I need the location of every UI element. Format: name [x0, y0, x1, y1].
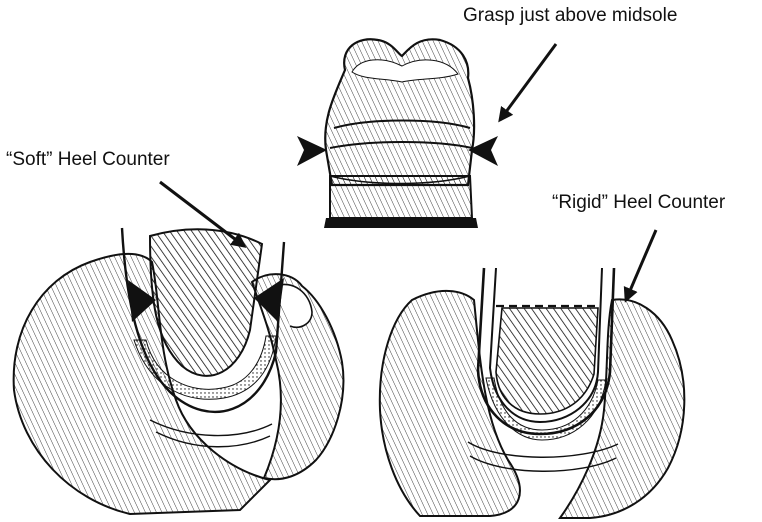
soft-heel-counter-label: “Soft” Heel Counter	[6, 150, 170, 169]
pinch-arrow-left-icon	[297, 136, 327, 166]
rigid-leader-arrow	[626, 230, 656, 300]
grasp-instruction-label: Grasp just above midsole	[463, 6, 677, 25]
grasp-leader-arrow	[500, 44, 556, 120]
soft-heel-counter-illustration	[14, 228, 344, 514]
rigid-heel-counter-illustration	[380, 268, 685, 518]
shoe-heel-rear-view	[297, 39, 498, 228]
rigid-heel-counter-label: “Rigid” Heel Counter	[552, 193, 725, 212]
